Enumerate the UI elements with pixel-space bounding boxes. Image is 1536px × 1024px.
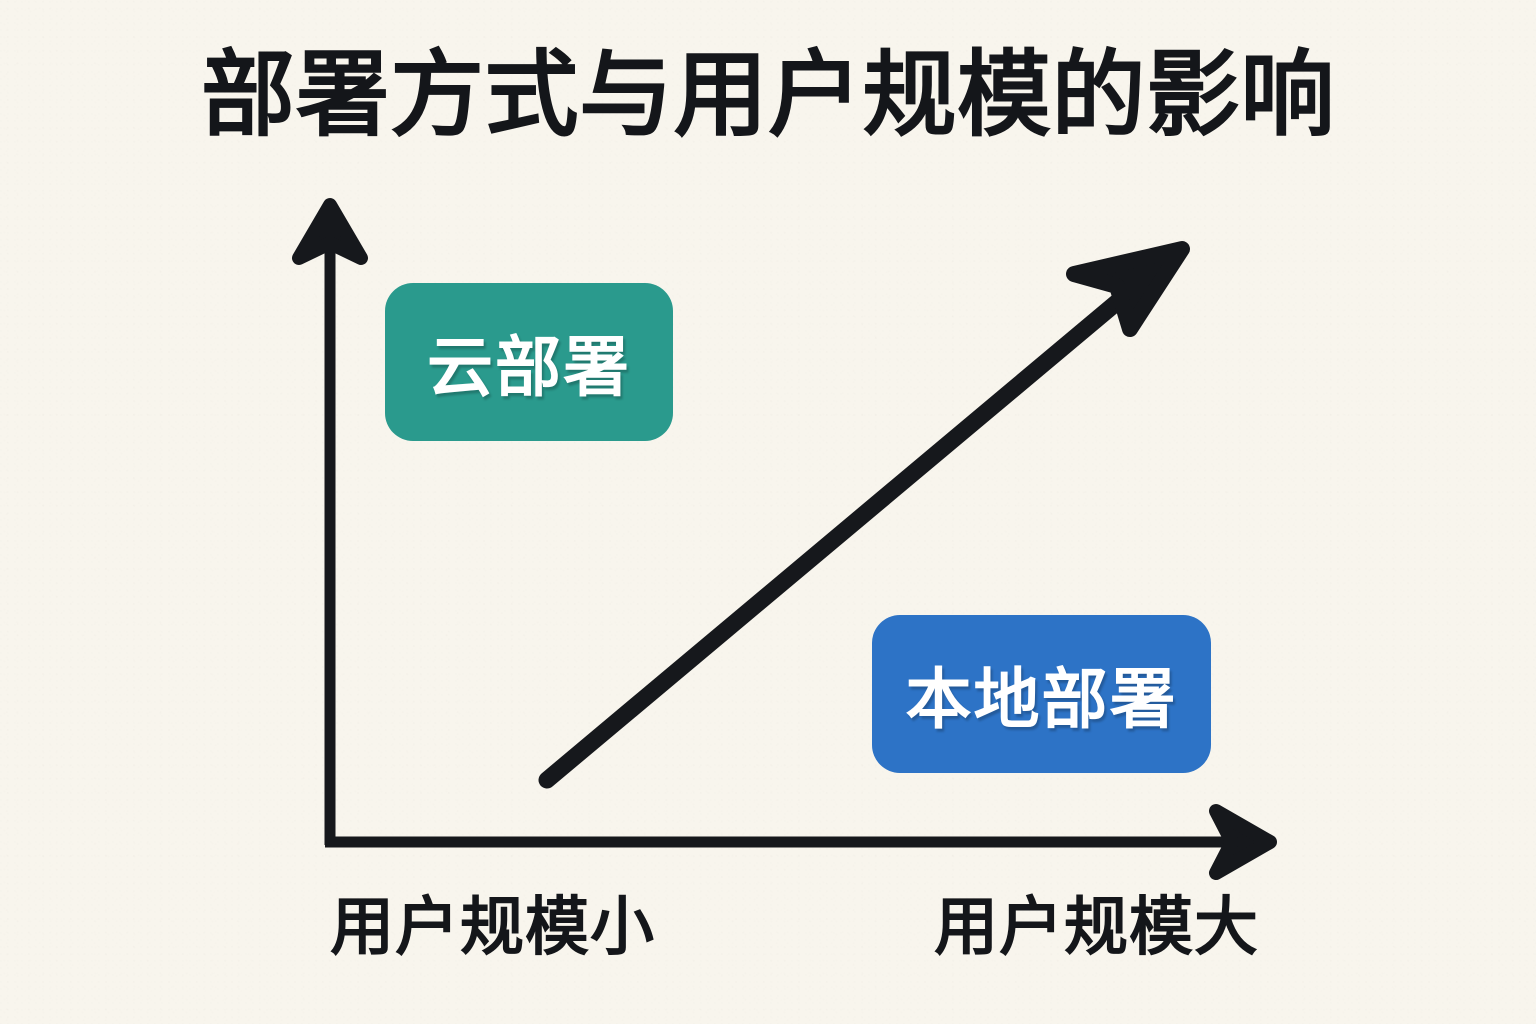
badge-onprem-deployment[interactable]: 本地部署	[872, 615, 1211, 773]
badge-cloud-deployment[interactable]: 云部署	[385, 283, 673, 441]
trend-arrow-icon	[1066, 241, 1190, 337]
badge-cloud-label: 云部署	[427, 330, 631, 404]
x-axis-arrow-icon	[1209, 804, 1277, 880]
page-title: 部署方式与用户规模的影响	[200, 42, 1335, 147]
x-axis-caption-large: 用户规模大	[934, 891, 1259, 963]
y-axis-arrow-icon	[292, 198, 368, 265]
badge-onprem-label: 本地部署	[905, 662, 1178, 736]
trend-line	[538, 284, 1137, 789]
x-axis-caption-small: 用户规模小	[330, 891, 655, 963]
